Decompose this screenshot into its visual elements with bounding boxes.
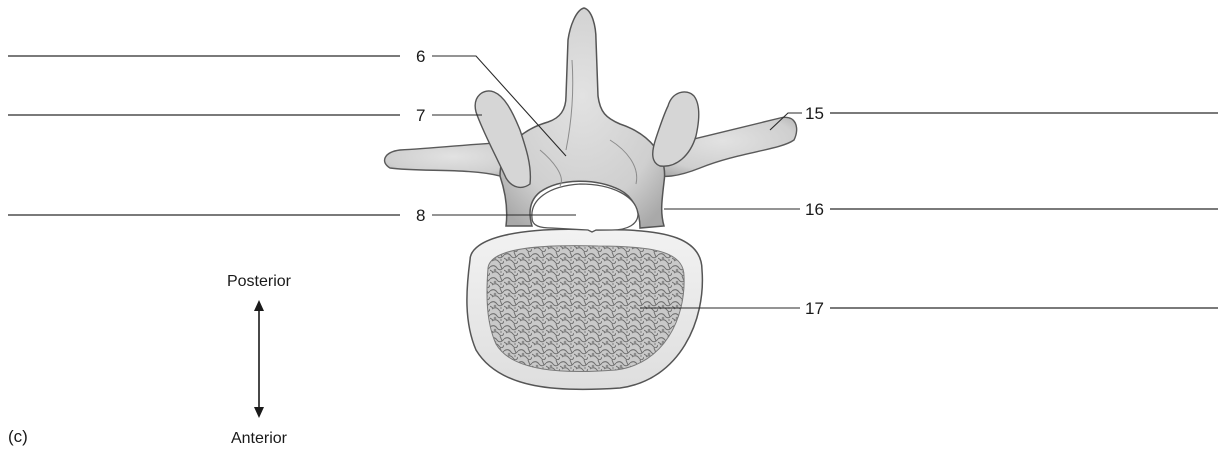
arrow-down-icon	[254, 407, 264, 418]
label-6: 6	[416, 47, 425, 66]
label-8: 8	[416, 206, 425, 225]
label-15: 15	[805, 104, 824, 123]
vertebral-body	[467, 229, 702, 389]
label-17: 17	[805, 299, 824, 318]
panel-label: (c)	[8, 427, 28, 446]
arrow-up-icon	[254, 300, 264, 311]
orientation-posterior-label: Posterior	[227, 273, 292, 290]
label-7: 7	[416, 106, 425, 125]
orientation-anterior-label: Anterior	[231, 430, 288, 447]
label-16: 16	[805, 200, 824, 219]
vertebral-arch	[385, 8, 797, 232]
